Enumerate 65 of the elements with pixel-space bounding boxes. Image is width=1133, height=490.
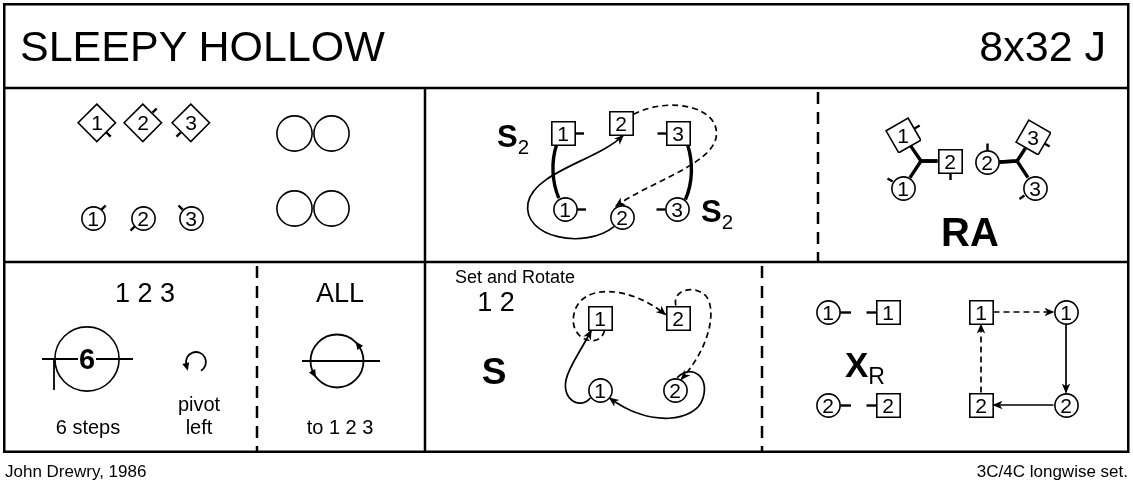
dancer-circle: 1 <box>890 175 916 201</box>
dashed-arrow <box>674 288 712 381</box>
dancer-diamond: 3 <box>171 103 211 143</box>
dancer-circle: 2 <box>1053 392 1079 418</box>
figure-abbreviation: S <box>481 350 507 394</box>
plain-circle <box>275 189 313 227</box>
arrow <box>608 370 706 420</box>
couples-label: 1 2 3 <box>114 278 176 310</box>
dancer-circle: 1 <box>815 299 841 325</box>
dancer-diamond: 2 <box>123 103 163 143</box>
arrow <box>564 329 593 404</box>
arrow <box>527 134 625 240</box>
plain-circle <box>275 114 313 152</box>
figure-name: Set and Rotate <box>455 266 576 288</box>
dancer-diamond: 1 <box>77 103 117 143</box>
instruction-text: pivot left <box>177 393 221 439</box>
hand-join-line <box>999 159 1030 179</box>
dancer-square: 2 <box>937 148 963 174</box>
dancer-circle: 1 <box>552 196 578 222</box>
plain-circle <box>312 114 350 152</box>
dancer-diamond: 3 <box>1014 118 1052 156</box>
dashed-arrow <box>572 290 667 342</box>
dancer-square: 1 <box>875 299 901 325</box>
dancer-square: 1 <box>968 299 994 325</box>
couples-label: 1 2 <box>477 287 515 319</box>
dancer-square: 2 <box>608 110 634 136</box>
set-formation-note: 3C/4C longwise set. <box>976 462 1128 482</box>
dancer-square: 3 <box>665 120 691 146</box>
dancer-diamond: 1 <box>884 116 922 154</box>
dancer-circle: 2 <box>974 149 1000 175</box>
plain-circle <box>312 189 350 227</box>
dancer-square: 2 <box>875 392 901 418</box>
dancer-square: 1 <box>550 120 576 146</box>
dancer-circle: 3 <box>178 205 204 231</box>
dancer-circle: 1 <box>1053 299 1079 325</box>
dance-title: SLEEPY HOLLOW <box>20 22 385 72</box>
dancer-circle: 2 <box>662 377 688 403</box>
figure-abbreviation: S$_{2}$ <box>497 119 530 155</box>
dancer-circle: 2 <box>815 392 841 418</box>
dashed-arrow <box>976 323 986 394</box>
hand-join-line <box>683 145 694 201</box>
hand-join-line <box>908 159 938 179</box>
figure-abbreviation: RA <box>941 209 999 255</box>
dance-type-label: 8x32 J <box>979 22 1106 72</box>
step-count-circle: 6 <box>54 326 120 392</box>
instruction-text: to 1 2 3 <box>306 415 374 439</box>
dancer-square: 2 <box>665 305 691 331</box>
dancers-label: ALL <box>316 278 364 310</box>
dancer-circle: 3 <box>1022 175 1048 201</box>
hand-join-line <box>551 145 561 199</box>
dashed-arrow <box>614 104 718 208</box>
step-caption: 6 steps <box>55 415 121 439</box>
figure-abbreviation: X$_{R}$ <box>845 344 886 386</box>
dancer-circle: 2 <box>130 205 156 231</box>
author-credit: John Drewry, 1986 <box>5 462 147 482</box>
arrow <box>1061 323 1071 394</box>
dancer-circle: 3 <box>664 196 690 222</box>
dancer-circle: 1 <box>80 205 106 231</box>
dancer-square: 1 <box>587 305 613 331</box>
dancer-square: 2 <box>968 392 994 418</box>
dancer-circle: 2 <box>609 204 635 230</box>
figure-abbreviation: S$_{2}$ <box>701 194 734 230</box>
arrow <box>992 400 1055 410</box>
dashed-arrow <box>992 307 1055 317</box>
dancer-circle: 1 <box>587 377 613 403</box>
